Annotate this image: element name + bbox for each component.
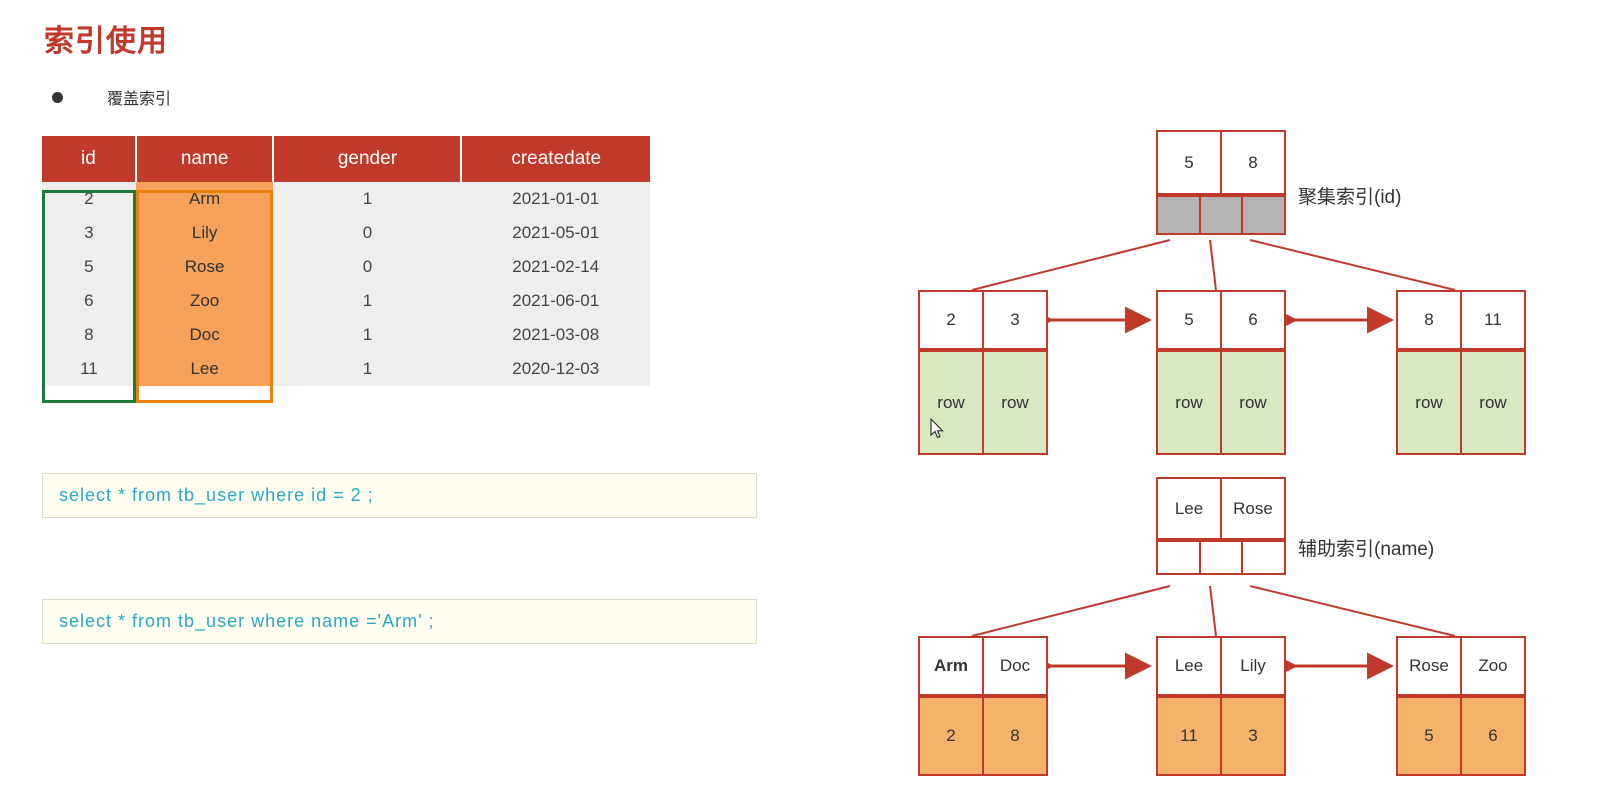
- cell-name: Rose: [135, 250, 274, 284]
- clustered-leaf-2-row-0: row: [1158, 352, 1222, 453]
- bullet-dot-icon: [52, 91, 63, 103]
- clustered-root-key-1: 8: [1222, 132, 1284, 193]
- table-row: 2 Arm 1 2021-01-01: [42, 182, 650, 216]
- clustered-leaf-3-key-0: 8: [1398, 292, 1462, 348]
- table-header-row: id name gender createdate: [42, 136, 650, 182]
- secondary-root-pointer-2: [1243, 542, 1285, 573]
- cell-gender: 0: [273, 250, 462, 284]
- clustered-leaf-1-key-0: 2: [920, 292, 984, 348]
- cell-gender: 1: [273, 182, 462, 216]
- clustered-leaf-3-row-0: row: [1398, 352, 1462, 453]
- cell-name: Zoo: [135, 284, 274, 318]
- secondary-leaf-2-keys: Lee Lily: [1156, 636, 1286, 696]
- cell-createdate: 2021-01-01: [461, 182, 650, 216]
- secondary-leaf-2-key-0: Lee: [1158, 638, 1222, 694]
- secondary-leaf-2-value-0: 11: [1158, 698, 1222, 774]
- clustered-index-label: 聚集索引(id): [1298, 187, 1402, 208]
- cell-createdate: 2021-05-01: [461, 216, 650, 250]
- page-title: 索引使用: [44, 25, 168, 58]
- column-header-id: id: [42, 136, 137, 182]
- clustered-root-pointer-2: [1243, 197, 1285, 233]
- cell-name: Doc: [135, 318, 274, 352]
- clustered-leaf-1-row-0: row: [920, 352, 984, 453]
- table-row: 11 Lee 1 2020-12-03: [42, 352, 650, 386]
- secondary-root-pointer-0: [1158, 542, 1201, 573]
- clustered-root-pointer-0: [1158, 197, 1201, 233]
- cell-name: Lily: [135, 216, 274, 250]
- bullet-label: 覆盖索引: [107, 91, 172, 108]
- cell-id: 6: [42, 284, 136, 318]
- cell-id: 11: [42, 352, 136, 386]
- secondary-leaf-1-keys: Arm Doc: [918, 636, 1048, 696]
- clustered-leaf-2-row-1: row: [1222, 352, 1284, 453]
- clustered-leaf-1-row-1: row: [984, 352, 1046, 453]
- table-row: 8 Doc 1 2021-03-08: [42, 318, 650, 352]
- sql-statement-2: select * from tb_user where name ='Arm' …: [42, 599, 757, 644]
- secondary-root-pointers: [1156, 540, 1286, 575]
- clustered-leaf-3-keys: 8 11: [1396, 290, 1526, 350]
- column-header-createdate: createdate: [461, 136, 650, 182]
- cell-gender: 1: [273, 284, 462, 318]
- clustered-leaf-2-key-1: 6: [1222, 292, 1284, 348]
- clustered-leaf-1-key-1: 3: [984, 292, 1046, 348]
- secondary-leaf-1-value-0: 2: [920, 698, 984, 774]
- clustered-leaf-2-keys: 5 6: [1156, 290, 1286, 350]
- table-row: 5 Rose 0 2021-02-14: [42, 250, 650, 284]
- clustered-root-keys: 5 8: [1156, 130, 1286, 195]
- clustered-leaf-3-row-1: row: [1462, 352, 1524, 453]
- secondary-leaf-1-value-1: 8: [984, 698, 1046, 774]
- cell-id: 3: [42, 216, 136, 250]
- column-header-gender: gender: [273, 136, 463, 182]
- secondary-leaf-3-values: 5 6: [1396, 696, 1526, 776]
- secondary-leaf-3-key-1: Zoo: [1462, 638, 1524, 694]
- clustered-leaf-2-rows: row row: [1156, 350, 1286, 455]
- column-header-name: name: [135, 136, 275, 182]
- clustered-leaf-1-keys: 2 3: [918, 290, 1048, 350]
- cell-gender: 0: [273, 216, 462, 250]
- cell-createdate: 2021-03-08: [461, 318, 650, 352]
- cell-name: Lee: [135, 352, 274, 386]
- secondary-index-label: 辅助索引(name): [1298, 539, 1435, 560]
- clustered-root-key-0: 5: [1158, 132, 1222, 193]
- mouse-cursor-icon: [930, 418, 944, 439]
- secondary-leaf-1-key-0: Arm: [920, 638, 984, 694]
- secondary-leaf-2-values: 11 3: [1156, 696, 1286, 776]
- clustered-leaf-2-key-0: 5: [1158, 292, 1222, 348]
- cell-id: 5: [42, 250, 136, 284]
- cell-name: Arm: [135, 182, 274, 216]
- secondary-leaf-1-values: 2 8: [918, 696, 1048, 776]
- secondary-leaf-1-key-1: Doc: [984, 638, 1046, 694]
- table-row: 3 Lily 0 2021-05-01: [42, 216, 650, 250]
- secondary-root-keys: Lee Rose: [1156, 477, 1286, 540]
- user-table: id name gender createdate 2 Arm 1 2021-0…: [42, 136, 650, 386]
- cell-gender: 1: [273, 352, 462, 386]
- cell-createdate: 2021-02-14: [461, 250, 650, 284]
- cell-gender: 1: [273, 318, 462, 352]
- clustered-root-pointers: [1156, 195, 1286, 235]
- bullet-row: 覆盖索引: [52, 85, 171, 109]
- secondary-leaf-3-value-0: 5: [1398, 698, 1462, 774]
- clustered-leaf-3-key-1: 11: [1462, 292, 1524, 348]
- secondary-leaf-2-key-1: Lily: [1222, 638, 1284, 694]
- cell-id: 8: [42, 318, 136, 352]
- clustered-leaf-3-rows: row row: [1396, 350, 1526, 455]
- secondary-leaf-3-value-1: 6: [1462, 698, 1524, 774]
- table-row: 6 Zoo 1 2021-06-01: [42, 284, 650, 318]
- secondary-root-pointer-1: [1200, 542, 1244, 573]
- clustered-leaf-1-rows: row row: [918, 350, 1048, 455]
- cell-id: 2: [42, 182, 136, 216]
- secondary-leaf-3-keys: Rose Zoo: [1396, 636, 1526, 696]
- clustered-root-pointer-1: [1200, 197, 1244, 233]
- secondary-root-key-0: Lee: [1158, 479, 1222, 538]
- secondary-leaf-3-key-0: Rose: [1398, 638, 1462, 694]
- cell-createdate: 2021-06-01: [461, 284, 650, 318]
- btree-diagram: 5 8 聚集索引(id) 2 3 row row 5 6 row row 8 1…: [880, 0, 1613, 802]
- secondary-leaf-2-value-1: 3: [1222, 698, 1284, 774]
- secondary-root-key-1: Rose: [1222, 479, 1284, 538]
- cell-createdate: 2020-12-03: [461, 352, 650, 386]
- sql-statement-1: select * from tb_user where id = 2 ;: [42, 473, 757, 518]
